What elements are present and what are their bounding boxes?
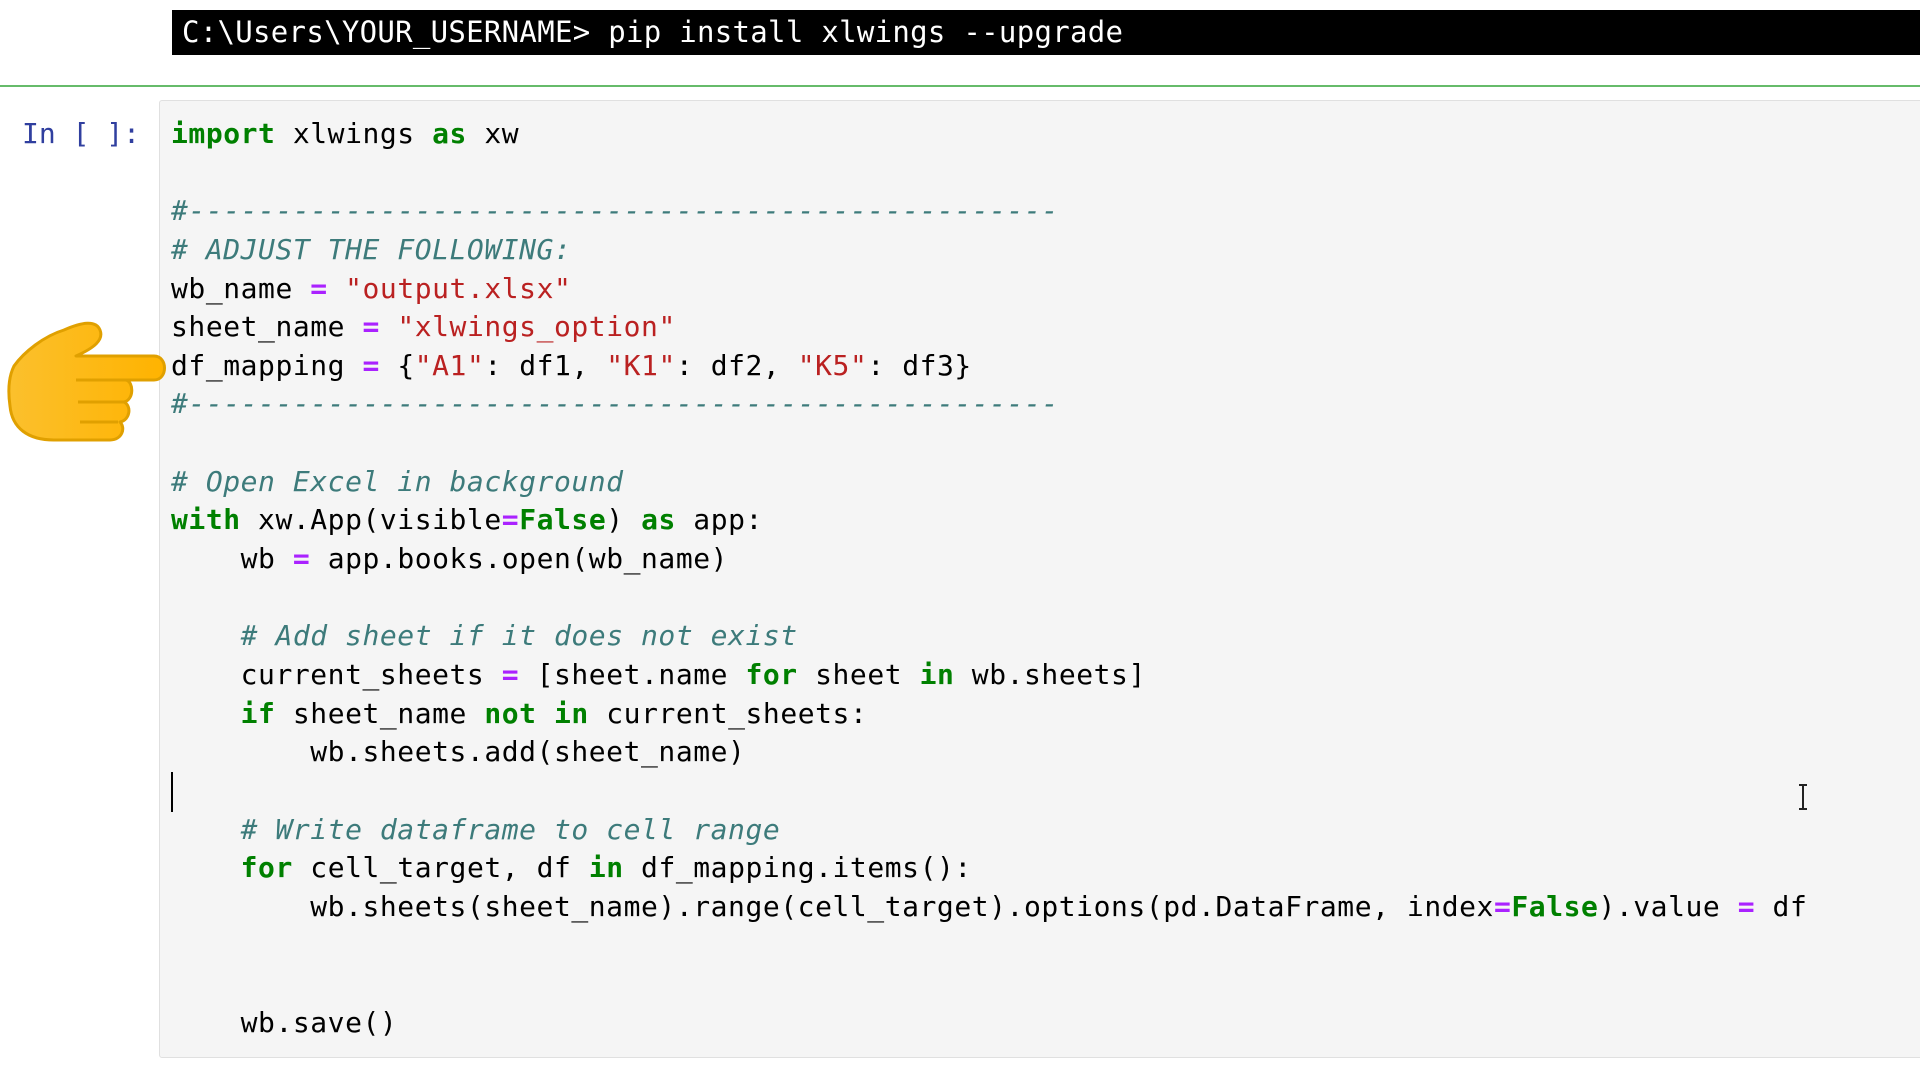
code-string: "K1" bbox=[606, 348, 676, 382]
code-text: [sheet.name bbox=[519, 657, 746, 691]
code-line[interactable]: for cell_target, df in df_mapping.items(… bbox=[171, 849, 1807, 888]
code-text: : df1, bbox=[484, 348, 607, 382]
code-keyword: False bbox=[519, 503, 607, 537]
code-text: wb.sheets] bbox=[954, 657, 1146, 691]
code-operator: = bbox=[362, 310, 380, 344]
code-text: xlwings bbox=[275, 117, 433, 150]
code-keyword: for bbox=[240, 851, 293, 885]
code-line[interactable]: df_mapping = {"A1": df1, "K1": df2, "K5"… bbox=[171, 347, 1807, 386]
code-text: current_sheets bbox=[171, 657, 502, 691]
code-text: df_mapping bbox=[171, 348, 363, 382]
code-operator: = bbox=[1493, 889, 1512, 923]
code-line[interactable]: with xw.App(visible=False) as app: bbox=[171, 501, 1807, 540]
code-line[interactable]: import xlwings as xw bbox=[171, 115, 1807, 154]
code-keyword: in bbox=[554, 696, 589, 730]
code-operator: = bbox=[501, 503, 520, 537]
code-keyword: in bbox=[588, 851, 624, 885]
code-line[interactable]: # Open Excel in background bbox=[171, 463, 1807, 502]
code-comment: # Open Excel in background bbox=[171, 464, 624, 498]
code-text: app: bbox=[675, 503, 763, 537]
code-comment: #---------------------------------------… bbox=[171, 387, 1059, 421]
code-text: sheet bbox=[797, 657, 920, 691]
code-line[interactable]: sheet_name = "xlwings_option" bbox=[171, 308, 1807, 347]
code-line[interactable]: # Write dataframe to cell range bbox=[171, 811, 1807, 850]
code-line[interactable]: wb.sheets(sheet_name).range(cell_target)… bbox=[171, 888, 1807, 927]
code-keyword: with bbox=[171, 503, 241, 537]
code-line[interactable]: wb.sheets.add(sheet_name) bbox=[171, 733, 1807, 772]
code-text: df bbox=[1755, 889, 1808, 923]
code-keyword: for bbox=[745, 657, 798, 691]
code-string: "output.xlsx" bbox=[345, 271, 572, 305]
code-text: ).value bbox=[1598, 889, 1738, 923]
code-text: app.books.open(wb_name) bbox=[310, 542, 729, 576]
code-line[interactable] bbox=[171, 154, 1807, 193]
code-keyword: as bbox=[432, 117, 467, 150]
code-text bbox=[537, 697, 554, 730]
terminal-command-banner: C:\Users\YOUR_USERNAME> pip install xlwi… bbox=[172, 10, 1920, 55]
code-operator: = bbox=[292, 542, 311, 576]
code-line[interactable]: # ADJUST THE FOLLOWING: bbox=[171, 231, 1807, 270]
code-text bbox=[171, 813, 241, 846]
code-text: xw.App(visible bbox=[240, 503, 502, 537]
code-comment: # Write dataframe to cell range bbox=[240, 812, 781, 846]
code-content[interactable]: import xlwings as xw #------------------… bbox=[171, 115, 1807, 1042]
code-line[interactable]: #---------------------------------------… bbox=[171, 192, 1807, 231]
code-line[interactable] bbox=[171, 965, 1807, 1004]
code-text: xw bbox=[466, 117, 520, 150]
code-text: cell_target, df bbox=[292, 851, 589, 885]
code-string: "K5" bbox=[797, 348, 868, 382]
code-text: wb_name bbox=[171, 271, 311, 305]
pointing-hand-icon bbox=[7, 321, 166, 442]
code-text bbox=[380, 310, 397, 343]
code-operator: = bbox=[310, 271, 328, 305]
code-text: ) bbox=[606, 503, 642, 537]
code-text: current_sheets: bbox=[588, 696, 868, 730]
ibeam-cursor-icon bbox=[1799, 784, 1807, 810]
code-operator: = bbox=[362, 348, 380, 382]
code-keyword: not bbox=[484, 696, 537, 730]
code-line[interactable]: wb.save() bbox=[171, 1004, 1807, 1043]
code-line[interactable]: wb_name = "output.xlsx" bbox=[171, 270, 1807, 309]
code-comment: # Add sheet if it does not exist bbox=[240, 619, 798, 653]
code-text: wb.save() bbox=[171, 1005, 398, 1039]
code-text: sheet_name bbox=[275, 696, 485, 730]
code-line[interactable]: # Add sheet if it does not exist bbox=[171, 617, 1807, 656]
code-text bbox=[328, 272, 345, 305]
code-text: wb.sheets(sheet_name).range(cell_target)… bbox=[171, 889, 1494, 923]
code-text: : df3} bbox=[867, 348, 972, 382]
code-line[interactable] bbox=[171, 424, 1807, 463]
code-keyword: in bbox=[919, 657, 955, 691]
code-text bbox=[171, 851, 241, 884]
code-text bbox=[171, 619, 241, 652]
code-string: "A1" bbox=[414, 348, 485, 382]
text-cursor bbox=[171, 772, 173, 812]
code-line[interactable]: if sheet_name not in current_sheets: bbox=[171, 695, 1807, 734]
code-text bbox=[171, 697, 241, 730]
code-string: "xlwings_option" bbox=[397, 310, 676, 344]
code-cell-editor[interactable] bbox=[159, 100, 1920, 1058]
code-keyword: if bbox=[240, 696, 276, 730]
code-line[interactable]: wb = app.books.open(wb_name) bbox=[171, 540, 1807, 579]
code-keyword: import bbox=[171, 117, 276, 150]
code-text: df_mapping.items(): bbox=[623, 851, 972, 885]
code-comment: #---------------------------------------… bbox=[171, 194, 1059, 228]
code-line[interactable]: #---------------------------------------… bbox=[171, 385, 1807, 424]
code-operator: = bbox=[1737, 889, 1756, 923]
code-text: { bbox=[379, 348, 415, 382]
code-line[interactable] bbox=[171, 926, 1807, 965]
code-keyword: as bbox=[641, 503, 676, 537]
code-comment: # ADJUST THE FOLLOWING: bbox=[171, 232, 572, 266]
code-text: wb.sheets.add(sheet_name) bbox=[171, 735, 746, 769]
cell-divider-top bbox=[0, 85, 1920, 87]
code-text: sheet_name bbox=[171, 310, 363, 344]
code-operator: = bbox=[501, 657, 520, 691]
code-line[interactable] bbox=[171, 772, 1807, 811]
code-text: wb bbox=[171, 542, 293, 576]
cell-input-prompt: In [ ]: bbox=[22, 117, 141, 150]
code-line[interactable]: current_sheets = [sheet.name for sheet i… bbox=[171, 656, 1807, 695]
code-text: : df2, bbox=[675, 348, 798, 382]
code-line[interactable] bbox=[171, 579, 1807, 618]
code-keyword: False bbox=[1511, 889, 1599, 923]
